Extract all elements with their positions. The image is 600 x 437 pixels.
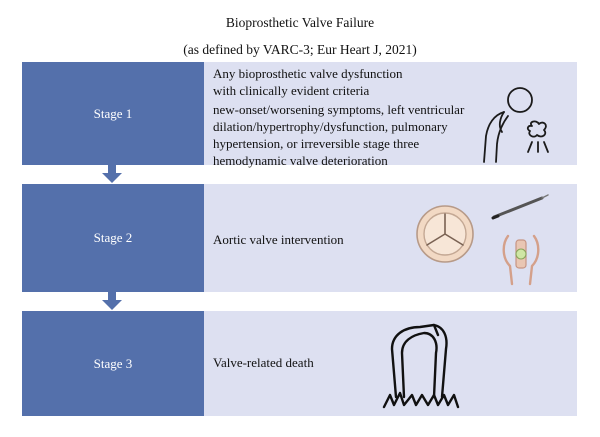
arrow-down-icon	[102, 164, 122, 183]
stage-1-line-1: Any bioprosthetic valve dysfunction	[213, 66, 403, 81]
figure-subtitle: (as defined by VARC-3; Eur Heart J, 2021…	[183, 42, 417, 57]
tombstone-icon	[382, 323, 460, 409]
stage-1-line-5: hypertension, or irreversible stage thre…	[213, 136, 420, 151]
stage-1-line-4: dilation/hypertrophy/dysfunction, pulmon…	[213, 119, 448, 134]
stage-2-line-1: Aortic valve intervention	[213, 232, 344, 247]
stage-1-text-b: new-onset/worsening symptoms, left ventr…	[213, 101, 464, 169]
stage-1-description: Any bioprosthetic valve dysfunction with…	[204, 62, 577, 168]
stage-1-line-2: with clinically evident criteria	[213, 83, 370, 98]
stage-1-line-6: hemodynamic valve deterioration	[213, 153, 388, 168]
arrow-down-icon	[102, 291, 122, 310]
figure-title: Bioprosthetic Valve Failure	[225, 15, 375, 30]
stage-2-description: Aortic valve intervention	[204, 184, 577, 292]
stage-3-line-1: Valve-related death	[213, 355, 314, 370]
valve-intervention-icon	[416, 194, 549, 286]
stage-3-description: Valve-related death	[204, 311, 577, 416]
patient-symptoms-icon	[483, 87, 549, 163]
stage-2-label: Stage 2	[22, 184, 204, 292]
stage-1-line-3: new-onset/worsening symptoms, left ventr…	[213, 102, 465, 117]
stage-1-text-a: Any bioprosthetic valve dysfunction with…	[213, 65, 403, 99]
stage-1-label: Stage 1	[22, 62, 204, 165]
stage-3-label: Stage 3	[22, 311, 204, 416]
